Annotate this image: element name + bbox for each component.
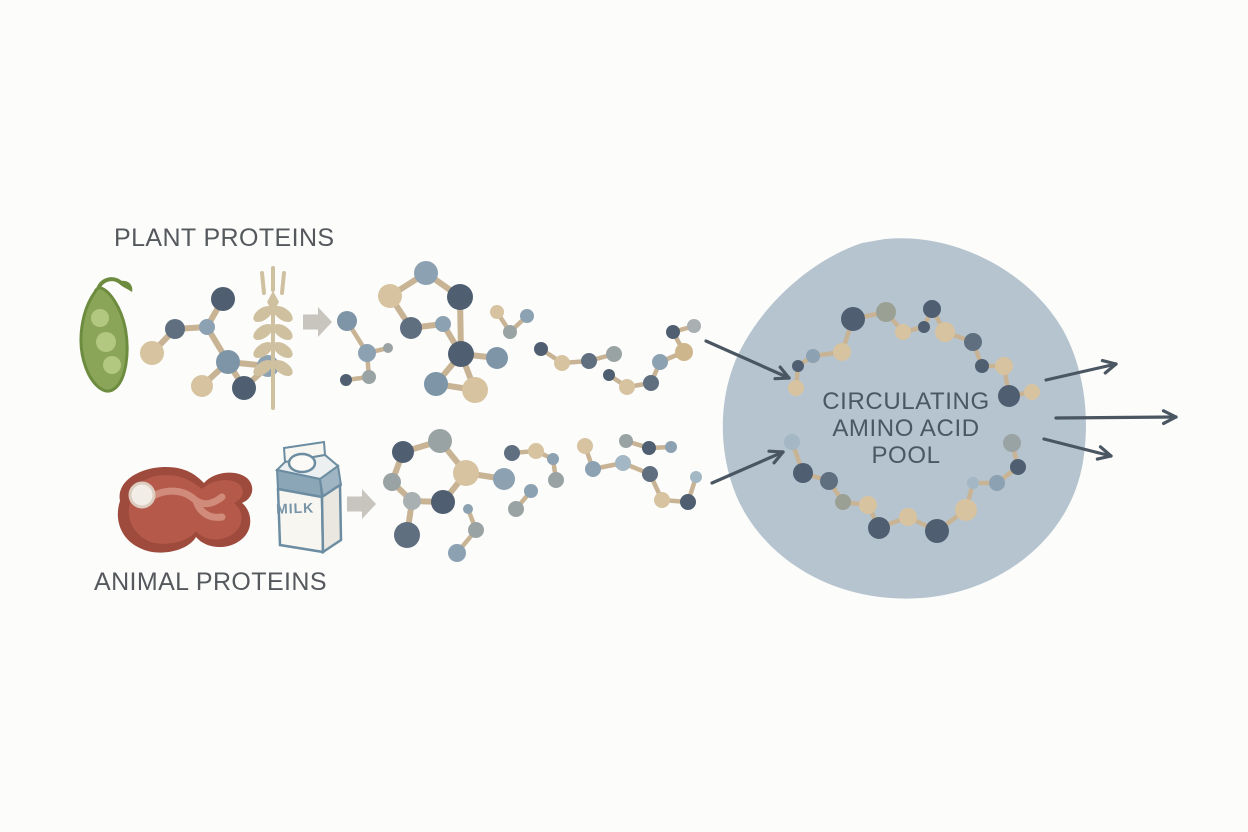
molecule-group-plant-fragment-a xyxy=(337,311,393,386)
molecule-group-plant-amino-chain xyxy=(534,319,701,395)
molecule-group-plant-fragment-b xyxy=(490,305,534,339)
pool-label-line3: POOL xyxy=(871,442,941,469)
flow-arrow xyxy=(704,339,791,381)
digestion-block-arrow xyxy=(347,489,376,519)
milk-carton-icon xyxy=(274,440,343,555)
flow-arrow xyxy=(1044,359,1118,382)
flow-arrow xyxy=(710,449,785,485)
molecule-group-animal-fragment-b xyxy=(504,443,564,488)
milk-label: MILK xyxy=(275,499,315,517)
pool-label: CIRCULATING AMINO ACID POOL xyxy=(806,388,1006,469)
wheat-icon xyxy=(253,266,293,410)
molecule-group-animal-amino-chain xyxy=(577,434,702,510)
animal-proteins-label: ANIMAL PROTEINS xyxy=(94,568,327,596)
flow-arrow xyxy=(1054,409,1178,426)
molecule-group-animal-hexagon xyxy=(383,429,515,548)
digestion-block-arrow xyxy=(303,307,332,337)
steak-icon xyxy=(117,467,253,553)
pool-label-line2: AMINO ACID xyxy=(832,415,980,442)
amino-acid-pool-blob xyxy=(722,238,1086,599)
molecule-group-animal-fragment-a xyxy=(448,504,484,562)
molecule-group-animal-fragment-c xyxy=(508,484,538,517)
flow-arrow xyxy=(1042,437,1113,461)
pea-pod-icon xyxy=(79,277,133,393)
pool-label-line1: CIRCULATING xyxy=(822,388,990,415)
plant-proteins-label: PLANT PROTEINS xyxy=(114,224,335,252)
amino-acid-ring xyxy=(784,300,1040,543)
molecule-group-plant-pentagon xyxy=(378,261,508,403)
